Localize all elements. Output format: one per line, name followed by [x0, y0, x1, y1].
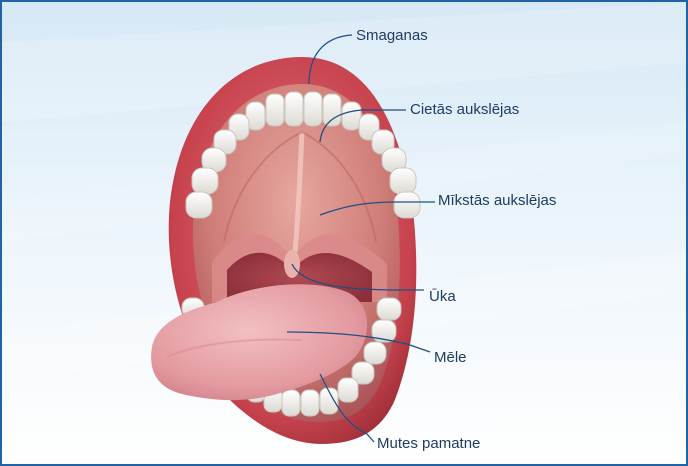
- label-cietas-aukslejas: Cietās aukslējas: [410, 101, 519, 119]
- label-smaganas: Smaganas: [356, 27, 428, 45]
- label-mele: Mēle: [434, 349, 467, 367]
- label-mikstas-aukslejas: Mīkstās aukslējas: [438, 192, 556, 210]
- label-mutes-pamatne: Mutes pamatne: [377, 435, 480, 453]
- label-uka: Ūka: [429, 288, 456, 306]
